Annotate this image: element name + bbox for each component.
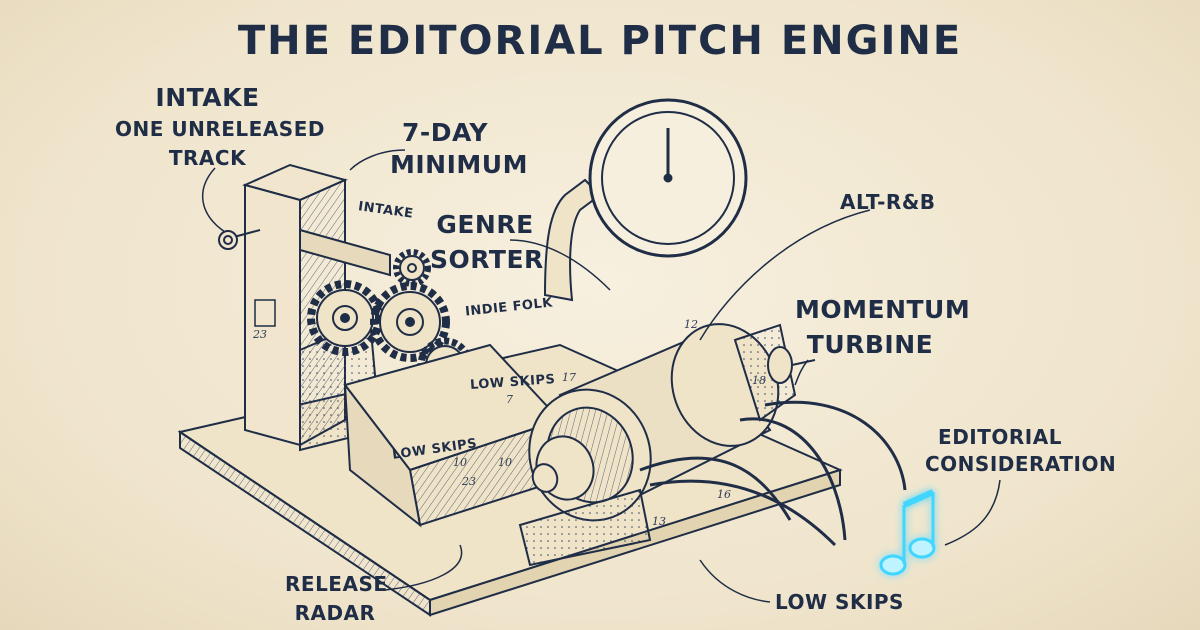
label-release-radar-1: RELEASE — [285, 572, 388, 596]
label-genre-sorter-1: GENRE — [436, 210, 534, 239]
gear-icon — [370, 282, 450, 362]
label-editorial-1: EDITORIAL — [938, 425, 1062, 449]
part-number: 12 — [684, 318, 698, 331]
intake-crank — [218, 229, 261, 250]
gear-cluster — [307, 249, 473, 393]
label-intake: INTAKE — [155, 83, 260, 112]
output-hoses — [639, 400, 907, 547]
music-note-icon — [879, 489, 936, 576]
main-drum — [518, 323, 780, 567]
gear-icon — [307, 280, 383, 356]
part-number: 23 — [462, 475, 476, 488]
label-genre-sorter-2: SORTER — [430, 245, 544, 274]
callout-lines — [201, 149, 1001, 603]
part-number: 17 — [562, 371, 576, 384]
part-number: 23 — [253, 328, 267, 341]
label-intake-sub-2: TRACK — [168, 146, 247, 170]
label-intake-sub-1: ONE UNRELEASED — [115, 117, 325, 141]
label-editorial-2: CONSIDERATION — [925, 452, 1117, 476]
momentum-turbine — [733, 323, 816, 422]
part-number: 16 — [717, 488, 731, 501]
part-number: 10 — [498, 456, 512, 469]
label-alt-rnb: ALT-R&B — [840, 190, 936, 214]
label-momentum-2: TURBINE — [806, 330, 934, 359]
part-number: 10 — [453, 456, 467, 469]
sorter-chute — [343, 343, 562, 528]
label-momentum-1: MOMENTUM — [795, 295, 971, 324]
clock-icon — [588, 98, 748, 258]
part-number: 18 — [752, 374, 766, 387]
label-minimum-1: 7-DAY — [401, 118, 489, 147]
part-number: 7 — [506, 393, 513, 406]
part-number: 13 — [652, 515, 666, 528]
label-low-skips: LOW SKIPS — [775, 590, 904, 614]
gear-icon — [393, 249, 431, 287]
diagram-title: THE EDITORIAL PITCH ENGINE — [237, 18, 963, 64]
label-minimum-2: MINIMUM — [390, 150, 528, 179]
label-release-radar-2: RADAR — [294, 601, 376, 625]
